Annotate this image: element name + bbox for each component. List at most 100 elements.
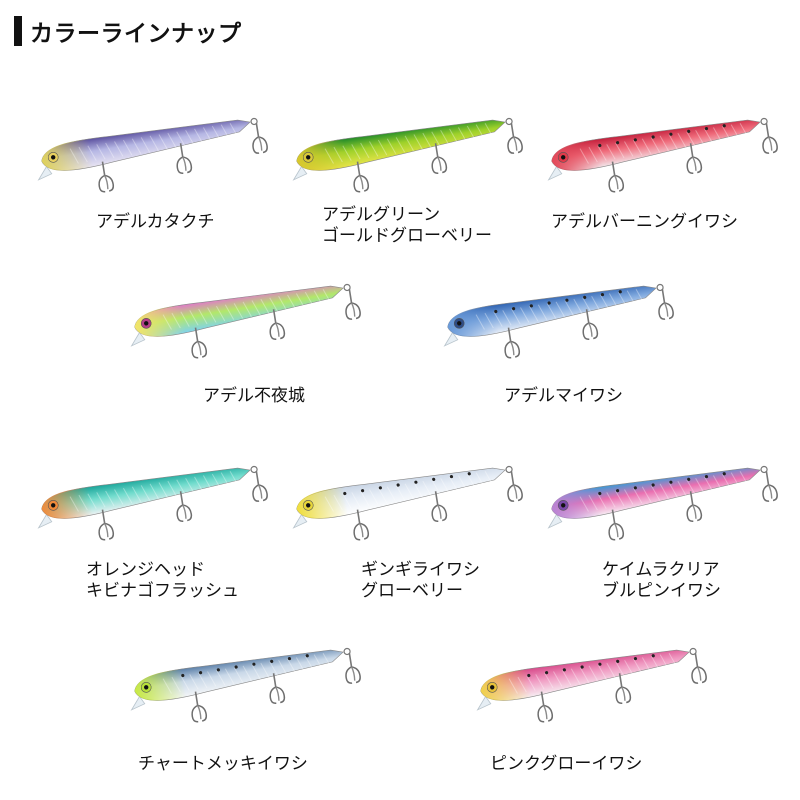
lure-name-line1: オレンジヘッド [86, 560, 205, 580]
lure-image [436, 258, 676, 359]
lure-lip [547, 513, 563, 529]
spot-mark [687, 477, 691, 481]
lure-lip [292, 165, 308, 181]
lure-image [469, 622, 709, 723]
treble-hook-icon [252, 123, 268, 154]
treble-hook-icon [507, 471, 523, 502]
lure-lip [37, 513, 53, 529]
spot-mark [687, 129, 691, 133]
spot-mark [544, 671, 549, 675]
spot-mark [600, 292, 605, 297]
lure-illustration [476, 647, 707, 723]
lure-label: オレンジヘッド キビナゴフラッシュ [86, 560, 239, 602]
spot-mark [343, 491, 347, 496]
lure-name-line2: キビナゴフラッシュ [86, 581, 239, 601]
spot-mark [598, 662, 602, 666]
lure-lip [476, 695, 492, 711]
spot-mark [467, 472, 471, 476]
spot-mark [181, 673, 185, 678]
lure-lip [130, 331, 146, 347]
treble-hook-icon [191, 691, 208, 723]
treble-hook-icon [269, 673, 286, 705]
lure-name-line1: アデルグリーン [322, 205, 441, 225]
lure-name-line1: アデルマイワシ [504, 386, 623, 406]
lure-name-line1: チャートメッキイワシ [138, 754, 308, 774]
lure-head [41, 487, 94, 519]
page-title: カラーラインナップ [30, 21, 242, 47]
treble-hook-icon [691, 653, 707, 684]
treble-hook-icon [431, 143, 448, 175]
spot-mark [360, 489, 365, 493]
lure-head [480, 669, 533, 701]
treble-hook-icon [176, 491, 193, 523]
spot-mark [287, 656, 292, 661]
treble-hook-icon [504, 327, 521, 359]
lure-image [540, 440, 780, 541]
lure-name-line1: ケイムラクリア [602, 560, 720, 580]
treble-hook-icon [353, 161, 370, 193]
spot-mark [669, 480, 673, 484]
spot-mark [547, 301, 551, 305]
lure-lip [130, 695, 146, 711]
lure-name-line2: ゴールドグローベリー [322, 226, 492, 246]
spot-mark [216, 668, 220, 672]
spot-mark [651, 654, 655, 658]
lure-head [296, 487, 349, 519]
lure-head [134, 305, 187, 337]
spot-mark [704, 126, 709, 131]
treble-hook-icon [608, 509, 625, 541]
spot-mark [669, 132, 673, 136]
lure-name-line1: アデルカタクチ [96, 212, 215, 232]
lure-label: アデルマイワシ [504, 386, 623, 407]
lure-lip [37, 165, 53, 181]
lure-label: アデルグリーン ゴールドグローベリー [322, 205, 492, 247]
spot-mark [704, 474, 709, 479]
treble-hook-icon [615, 673, 632, 705]
lure-illustration [547, 117, 778, 193]
treble-hook-icon [686, 143, 703, 175]
lure-name-line1: アデル不夜城 [203, 386, 305, 406]
treble-hook-icon [98, 509, 115, 541]
spot-mark [565, 298, 569, 302]
treble-hook-icon [269, 309, 286, 341]
spot-mark [651, 135, 655, 139]
treble-hook-icon [658, 289, 674, 320]
spot-mark [615, 489, 620, 493]
spot-mark [252, 662, 256, 666]
spot-mark [615, 141, 620, 145]
lure-lip [443, 331, 459, 347]
spot-mark [527, 673, 531, 678]
spot-mark [414, 480, 418, 484]
spot-mark [511, 307, 516, 311]
lure-head [134, 669, 187, 701]
spot-mark [198, 671, 203, 675]
treble-hook-icon [582, 309, 599, 341]
spot-mark [305, 654, 309, 658]
spot-mark [722, 472, 726, 476]
spot-mark [449, 474, 454, 479]
lure-illustration [37, 465, 268, 541]
lure-head [551, 487, 604, 519]
spot-mark [616, 659, 620, 663]
spot-mark [396, 483, 400, 487]
lure-illustration [443, 283, 674, 359]
spot-mark [633, 138, 637, 142]
lure-illustration [130, 647, 361, 723]
lure-head [296, 139, 349, 171]
spot-mark [618, 290, 622, 294]
spot-mark [234, 665, 238, 669]
treble-hook-icon [191, 327, 208, 359]
lure-image [285, 440, 525, 541]
lure-label: ピンクグローイワシ [490, 754, 642, 775]
lure-image [285, 92, 525, 193]
treble-hook-icon [345, 289, 361, 320]
lure-label: ケイムラクリア ブルピンイワシ [602, 560, 721, 602]
spot-mark [562, 668, 566, 672]
spot-mark [494, 309, 498, 314]
treble-hook-icon [762, 123, 778, 154]
lure-illustration [292, 117, 523, 193]
lure-name-line1: アデルバーニングイワシ [551, 212, 738, 232]
lure-image [123, 622, 363, 723]
treble-hook-icon [537, 691, 554, 723]
lure-label: アデルカタクチ [96, 212, 215, 233]
